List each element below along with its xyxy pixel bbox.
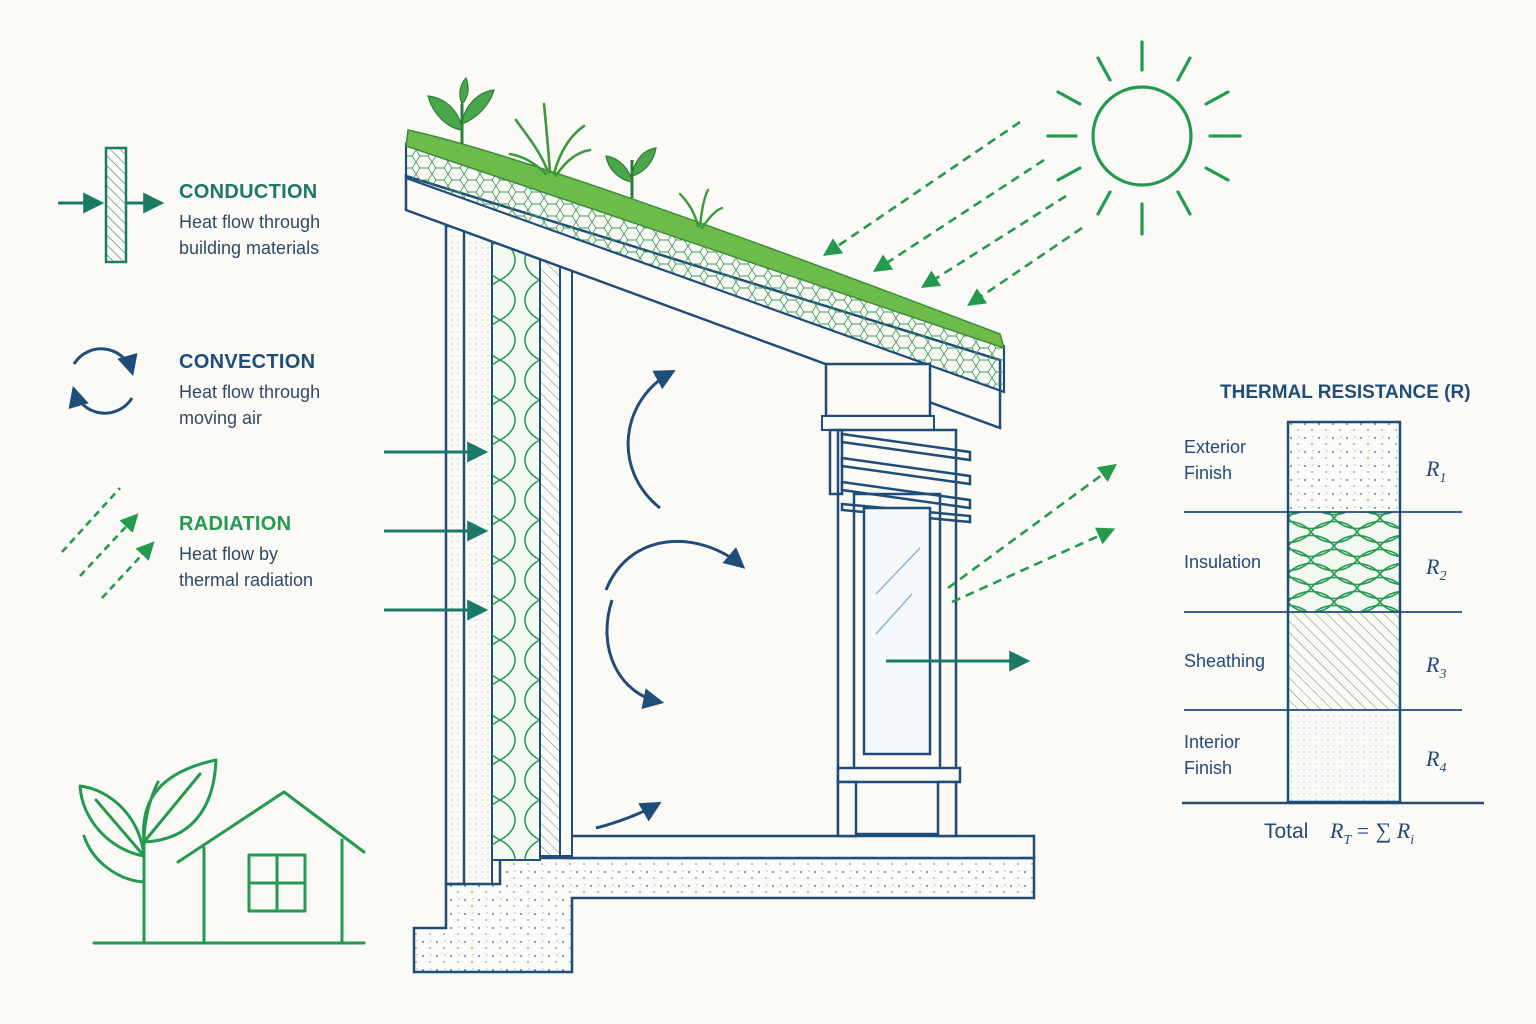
legend-desc-conduction-line2: building materials (179, 238, 319, 258)
window-lower-posts (836, 780, 958, 838)
table-r-value-2: R2 (1425, 554, 1446, 584)
wall-interior-finish (559, 257, 573, 857)
conduction-arrows (384, 441, 489, 621)
table-row-label-4a: Interior (1184, 732, 1240, 752)
legend-title-conduction: CONDUCTION (179, 181, 318, 203)
leaves-icon (78, 758, 218, 944)
table-r-value-3: R3 (1425, 652, 1446, 682)
lintel-support (824, 362, 932, 418)
plant-icon (427, 76, 724, 230)
table-r-value-1: R1 (1425, 456, 1446, 486)
layer-swatch-exterior (1288, 422, 1400, 512)
foundation-footing (412, 856, 1036, 974)
table-row-label-1a: Exterior (1184, 437, 1246, 457)
table-row-label-2: Insulation (1184, 552, 1261, 572)
wall-sheathing (539, 251, 561, 857)
table-row-label-1b: Finish (1184, 463, 1232, 483)
table-title: THERMAL RESISTANCE (R) (1220, 382, 1471, 403)
table-total-formula: RT= ∑ Ri (1329, 818, 1414, 848)
legend-title-radiation: RADIATION (179, 513, 291, 535)
table-row-dividers (1184, 511, 1462, 711)
table-row-label-3: Sheathing (1184, 651, 1265, 671)
legend-title-convection: CONVECTION (179, 351, 315, 373)
legend-desc-radiation-line2: thermal radiation (179, 570, 313, 590)
layer-swatch-sheathing (1288, 612, 1400, 710)
wall-exterior-finish (444, 224, 466, 886)
legend-desc-conduction-line1: Heat flow through (179, 212, 320, 232)
floor-slab (564, 834, 1036, 860)
table-r-value-4: R4 (1425, 746, 1446, 776)
house-leaves-illustration (78, 758, 366, 945)
radiation-icon (61, 487, 155, 599)
window-head (821, 415, 935, 431)
legend-desc-convection-line2: moving air (179, 408, 262, 428)
layer-swatch-interior (1288, 710, 1400, 802)
window-frame (836, 428, 958, 836)
conduction-icon (58, 146, 165, 264)
wall-sheathing-outer (463, 231, 493, 885)
solar-radiation-arrows (822, 120, 1083, 307)
sun-icon (1046, 40, 1242, 236)
table-row-label-4b: Finish (1184, 758, 1232, 778)
table-total-label: Total (1264, 820, 1308, 843)
layer-swatch-insulation (1288, 512, 1400, 612)
building-section (404, 76, 1036, 974)
window-sill (836, 766, 962, 784)
legend-desc-convection-line1: Heat flow through (179, 382, 320, 402)
wall-insulation-pattern (492, 240, 540, 860)
convection-arrows (595, 370, 746, 830)
legend-desc-radiation-line1: Heat flow by (179, 544, 278, 564)
legend: CONDUCTION Heat flow through building ma… (58, 146, 320, 599)
thermal-resistance-table: THERMAL RESISTANCE (R) Exterior Finish I… (1182, 382, 1484, 848)
radiation-out-arrows (947, 463, 1117, 604)
convection-icon (68, 347, 138, 415)
house-icon (176, 790, 366, 944)
